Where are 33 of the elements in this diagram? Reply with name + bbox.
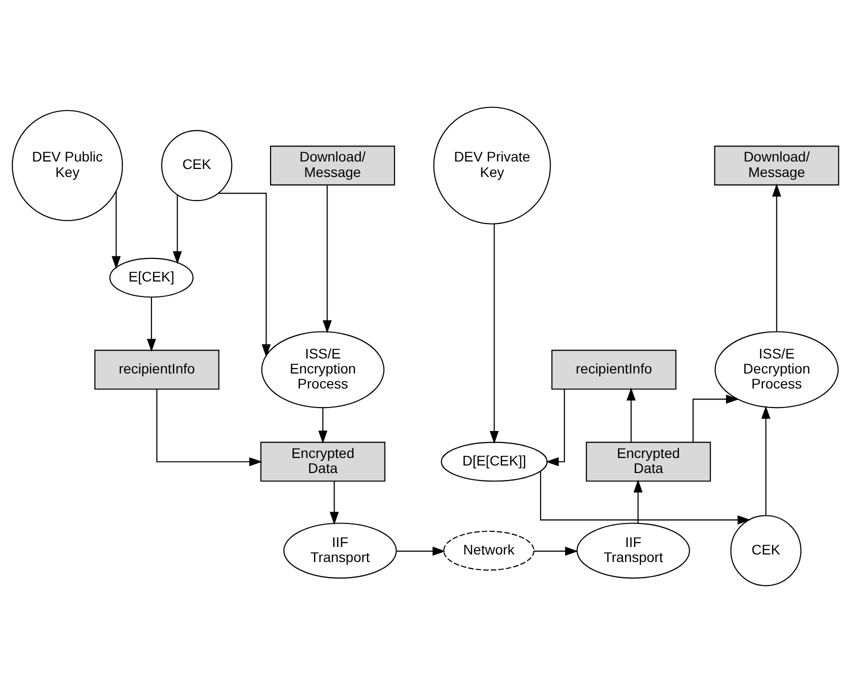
arrow: [634, 480, 643, 523]
node-box: recipientInfo: [94, 350, 220, 390]
arrow: [218, 192, 271, 358]
node-box: Download/ Message: [714, 146, 840, 186]
node-box: recipientInfo: [551, 350, 676, 390]
arrow: [112, 191, 121, 270]
node-ellipse: D[E[CEK]]: [440, 442, 548, 482]
node-circle: CEK: [161, 130, 232, 202]
node-ellipse: Network: [443, 530, 535, 571]
node-box: Download/ Message: [270, 146, 396, 186]
arrow: [172, 195, 182, 264]
arrow: [330, 481, 339, 525]
arrow: [761, 406, 770, 516]
node-ellipse: ISS/E Decryption Process: [714, 331, 839, 408]
arrow: [322, 185, 332, 334]
arrow: [534, 546, 578, 556]
node-circle: DEV Public Key: [12, 110, 123, 222]
arrow: [156, 389, 262, 466]
node-box: Encrypted Data: [586, 442, 711, 482]
node-ellipse: E[CEK]: [109, 258, 194, 298]
arrow: [772, 184, 782, 332]
node-ellipse: IIF Transport: [283, 522, 397, 579]
arrow: [626, 388, 636, 442]
arrow: [692, 394, 739, 442]
arrow: [540, 471, 751, 524]
arrow: [396, 546, 446, 556]
arrow: [318, 408, 328, 444]
node-box: Encrypted Data: [260, 442, 386, 482]
arrow: [490, 224, 499, 444]
node-circle: DEV Private Key: [433, 106, 551, 224]
arrow: [146, 297, 156, 352]
node-ellipse: IIF Transport: [576, 522, 690, 579]
arrow: [546, 389, 565, 466]
